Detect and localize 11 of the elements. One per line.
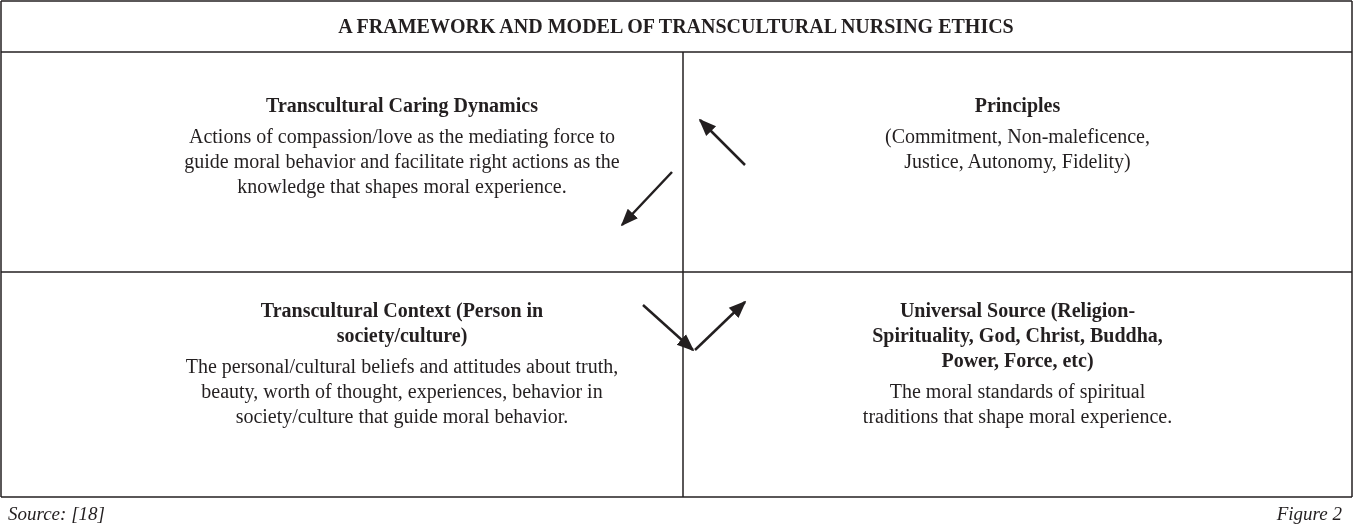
figure-number: Figure 2 (1276, 503, 1342, 525)
panel-heading: Transcultural Context (Person in society/culture) (259, 298, 545, 348)
panel-description: Actions of compassion/love as the mediating force to guide moral behavior and facilitate right actions as the knowledge that shapes moral experience. (183, 124, 621, 199)
panel-description: (Commitment, Non-maleficence, Justice, Autonomy, Fidelity) (884, 124, 1151, 174)
panel-heading: Transcultural Caring Dynamics (266, 93, 538, 118)
panel-description: The personal/cultural beliefs and attitudes about truth, beauty, worth of thought, experiences, behavior in society/culture that guide moral behavior. (184, 354, 620, 429)
panel-heading: Universal Source (Religion-Spirituality, God, Christ, Buddha, Power, Force, etc) (871, 298, 1164, 373)
panel-heading: Principles (974, 93, 1061, 118)
panel-description: The moral standards of spiritual traditions that shape moral experience. (862, 379, 1173, 429)
source-note: Source: [18] (8, 503, 105, 525)
diagram-title: A FRAMEWORK AND MODEL OF TRANSCULTURAL NURSING ETHICS (338, 14, 1014, 38)
